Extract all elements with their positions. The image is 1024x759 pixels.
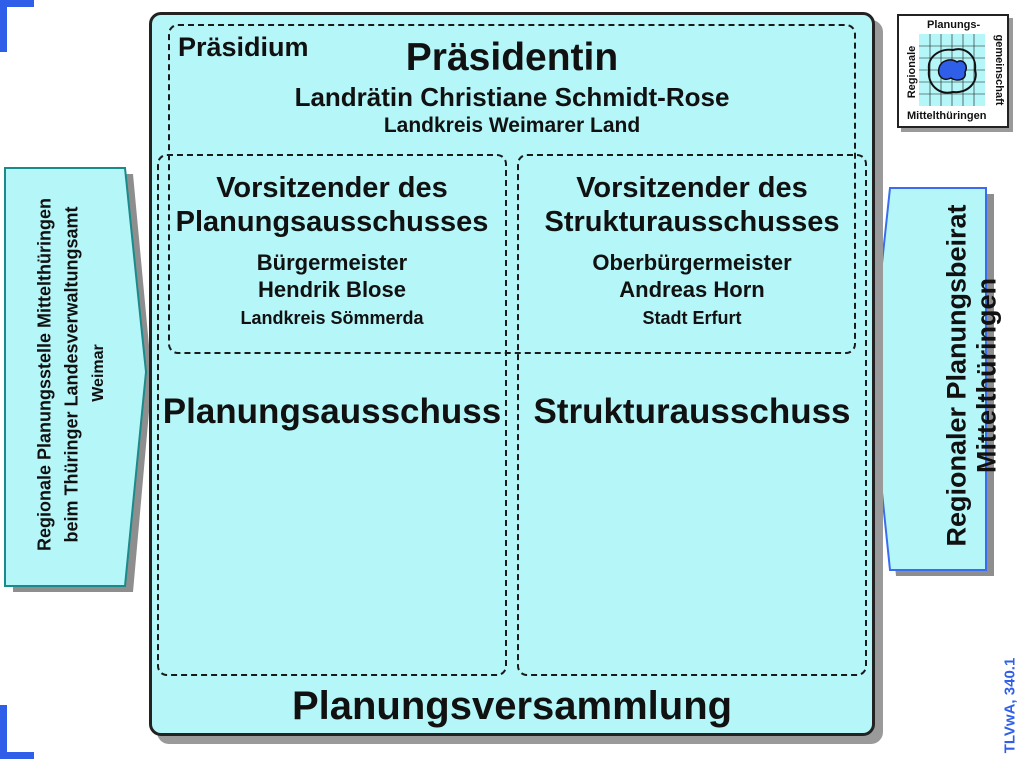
logo-right-text: gemeinschaft	[993, 34, 1005, 106]
president-name: Landrätin Christiane Schmidt-Rose	[294, 82, 730, 112]
right-chair-title-line2: Strukturausschusses	[544, 206, 840, 238]
planning-committee-box	[157, 154, 507, 676]
logo-left-text: Regionale	[906, 45, 918, 99]
structure-committee-box	[517, 154, 867, 676]
president-title: Präsidentin	[405, 36, 619, 79]
right-chair-title-line1: Vorsitzender des	[576, 172, 808, 204]
left-chair-title-line2: Planungsausschusses	[175, 206, 489, 238]
left-chair-name: Hendrik Blose	[258, 277, 406, 302]
left-chair-title-line1: Vorsitzender des	[216, 172, 448, 204]
right-board-box	[868, 187, 994, 576]
right-chair-name: Andreas Horn	[619, 277, 765, 302]
left-office-line1: Regionale Planungsstelle Mittelthüringen	[34, 197, 55, 552]
praesidium-box	[168, 24, 856, 354]
region-map-icon	[919, 34, 985, 106]
left-office-line2: beim Thüringer Landesverwaltungsamt	[61, 206, 82, 543]
logo-bottom-text: Mittelthüringen	[907, 110, 987, 122]
structure-committee-label: Strukturausschuss	[533, 392, 851, 431]
left-office-line3: Weimar	[90, 344, 107, 402]
corner-bottom-left-h	[0, 752, 34, 759]
planning-committee-label: Planungsausschuss	[162, 392, 502, 431]
right-chair-role: Oberbürgermeister	[592, 250, 792, 275]
corner-top-left-v	[0, 0, 7, 52]
corner-top-left-h	[0, 0, 34, 7]
left-chair-district: Landkreis Sömmerda	[240, 308, 424, 328]
planning-assembly-box	[149, 12, 875, 736]
left-chair-role: Bürgermeister	[256, 250, 408, 275]
planning-assembly-label: Planungsversammlung	[291, 684, 733, 728]
right-board-line2: Mittelthüringen	[971, 278, 1002, 473]
right-board-line1: Regionaler Planungsbeirat	[941, 204, 972, 547]
left-office-box	[4, 167, 152, 592]
right-chair-district: Stadt Erfurt	[642, 308, 742, 328]
reference-code: TLVwA, 340.1	[1001, 657, 1019, 754]
corner-bottom-left-v	[0, 705, 7, 759]
logo-top-text: Planungs-	[927, 19, 981, 31]
logo: Planungs- Mittelthüringen Regionale geme…	[897, 14, 1009, 128]
president-district: Landkreis Weimarer Land	[383, 114, 641, 137]
praesidium-label: Präsidium	[178, 32, 309, 62]
